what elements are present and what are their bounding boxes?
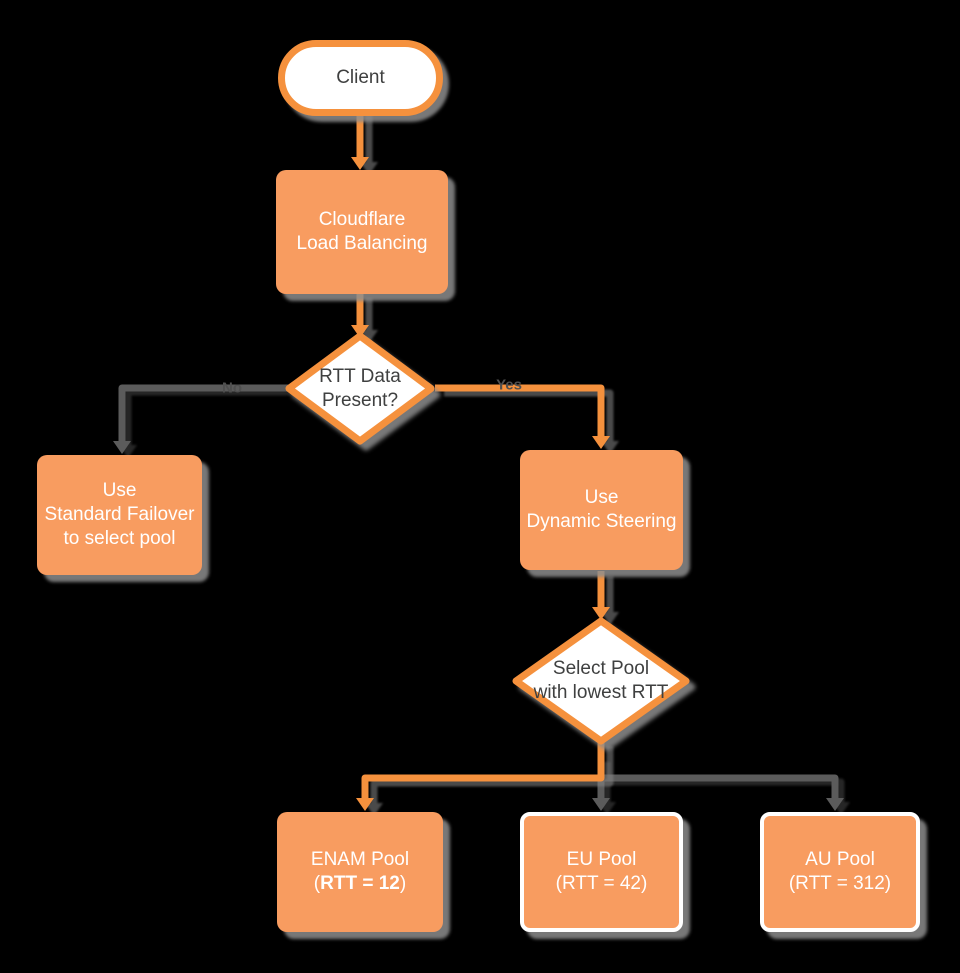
edge-no-line [118,384,291,442]
arrowhead-to-lb [351,157,369,170]
node-au-pool-label: AU Pool (RTT = 312) [788,849,892,894]
node-rtt-data-present: RTT Data Present? [285,332,435,445]
arrowhead-to-dynamic-steering [592,436,610,449]
gray-edges [113,384,844,811]
node-eu-pool: EU Pool (RTT = 42) [520,812,683,932]
orange-edges [351,110,610,811]
arrowhead-to-au-pool [826,798,844,811]
node-enam-pool-label: ENAM Pool (RTT = 12) [310,849,410,894]
arrowhead-to-standard-failover [113,441,131,454]
node-enam-pool: ENAM Pool (RTT = 12) [277,812,443,932]
node-cloudflare-load-balancing-label: Cloudflare Load Balancing [296,209,428,254]
edge-to-enam-pool [361,741,605,799]
diamond-shape [512,617,690,745]
node-select-pool-lowest-rtt: Select Pool with lowest RTT [512,617,690,745]
arrowhead-to-rtt-decision [351,325,369,338]
node-au-pool: AU Pool (RTT = 312) [760,812,920,932]
arrowhead-to-enam-pool [356,798,374,811]
node-client-label: Client [336,67,385,88]
node-rtt-data-present-label: RTT Data Present? [319,365,401,411]
node-use-dynamic-steering: Use Dynamic Steering [520,450,683,570]
node-cloudflare-load-balancing: Cloudflare Load Balancing [276,170,448,294]
enam-rtt-line: (RTT = 12) [313,873,407,894]
node-use-dynamic-steering-label: Use Dynamic Steering [526,487,677,532]
node-use-standard-failover-label: Use Standard Failover to select pool [44,480,195,549]
edge-label-yes: Yes [496,376,522,394]
edge-label-no: No [222,379,242,397]
arrowhead-to-select-pool [592,607,610,620]
node-use-standard-failover: Use Standard Failover to select pool [37,455,202,575]
diamond-shape [285,332,435,445]
edge-to-au-pool [601,774,839,799]
node-select-pool-lowest-rtt-label: Select Pool with lowest RTT [533,658,669,703]
node-eu-pool-label: EU Pool (RTT = 42) [555,849,648,894]
node-client: Client [278,40,443,116]
arrowhead-to-eu-pool [592,798,610,811]
enam-rtt-value: RTT = 12 [320,873,400,894]
edge-yes-line [435,384,605,437]
